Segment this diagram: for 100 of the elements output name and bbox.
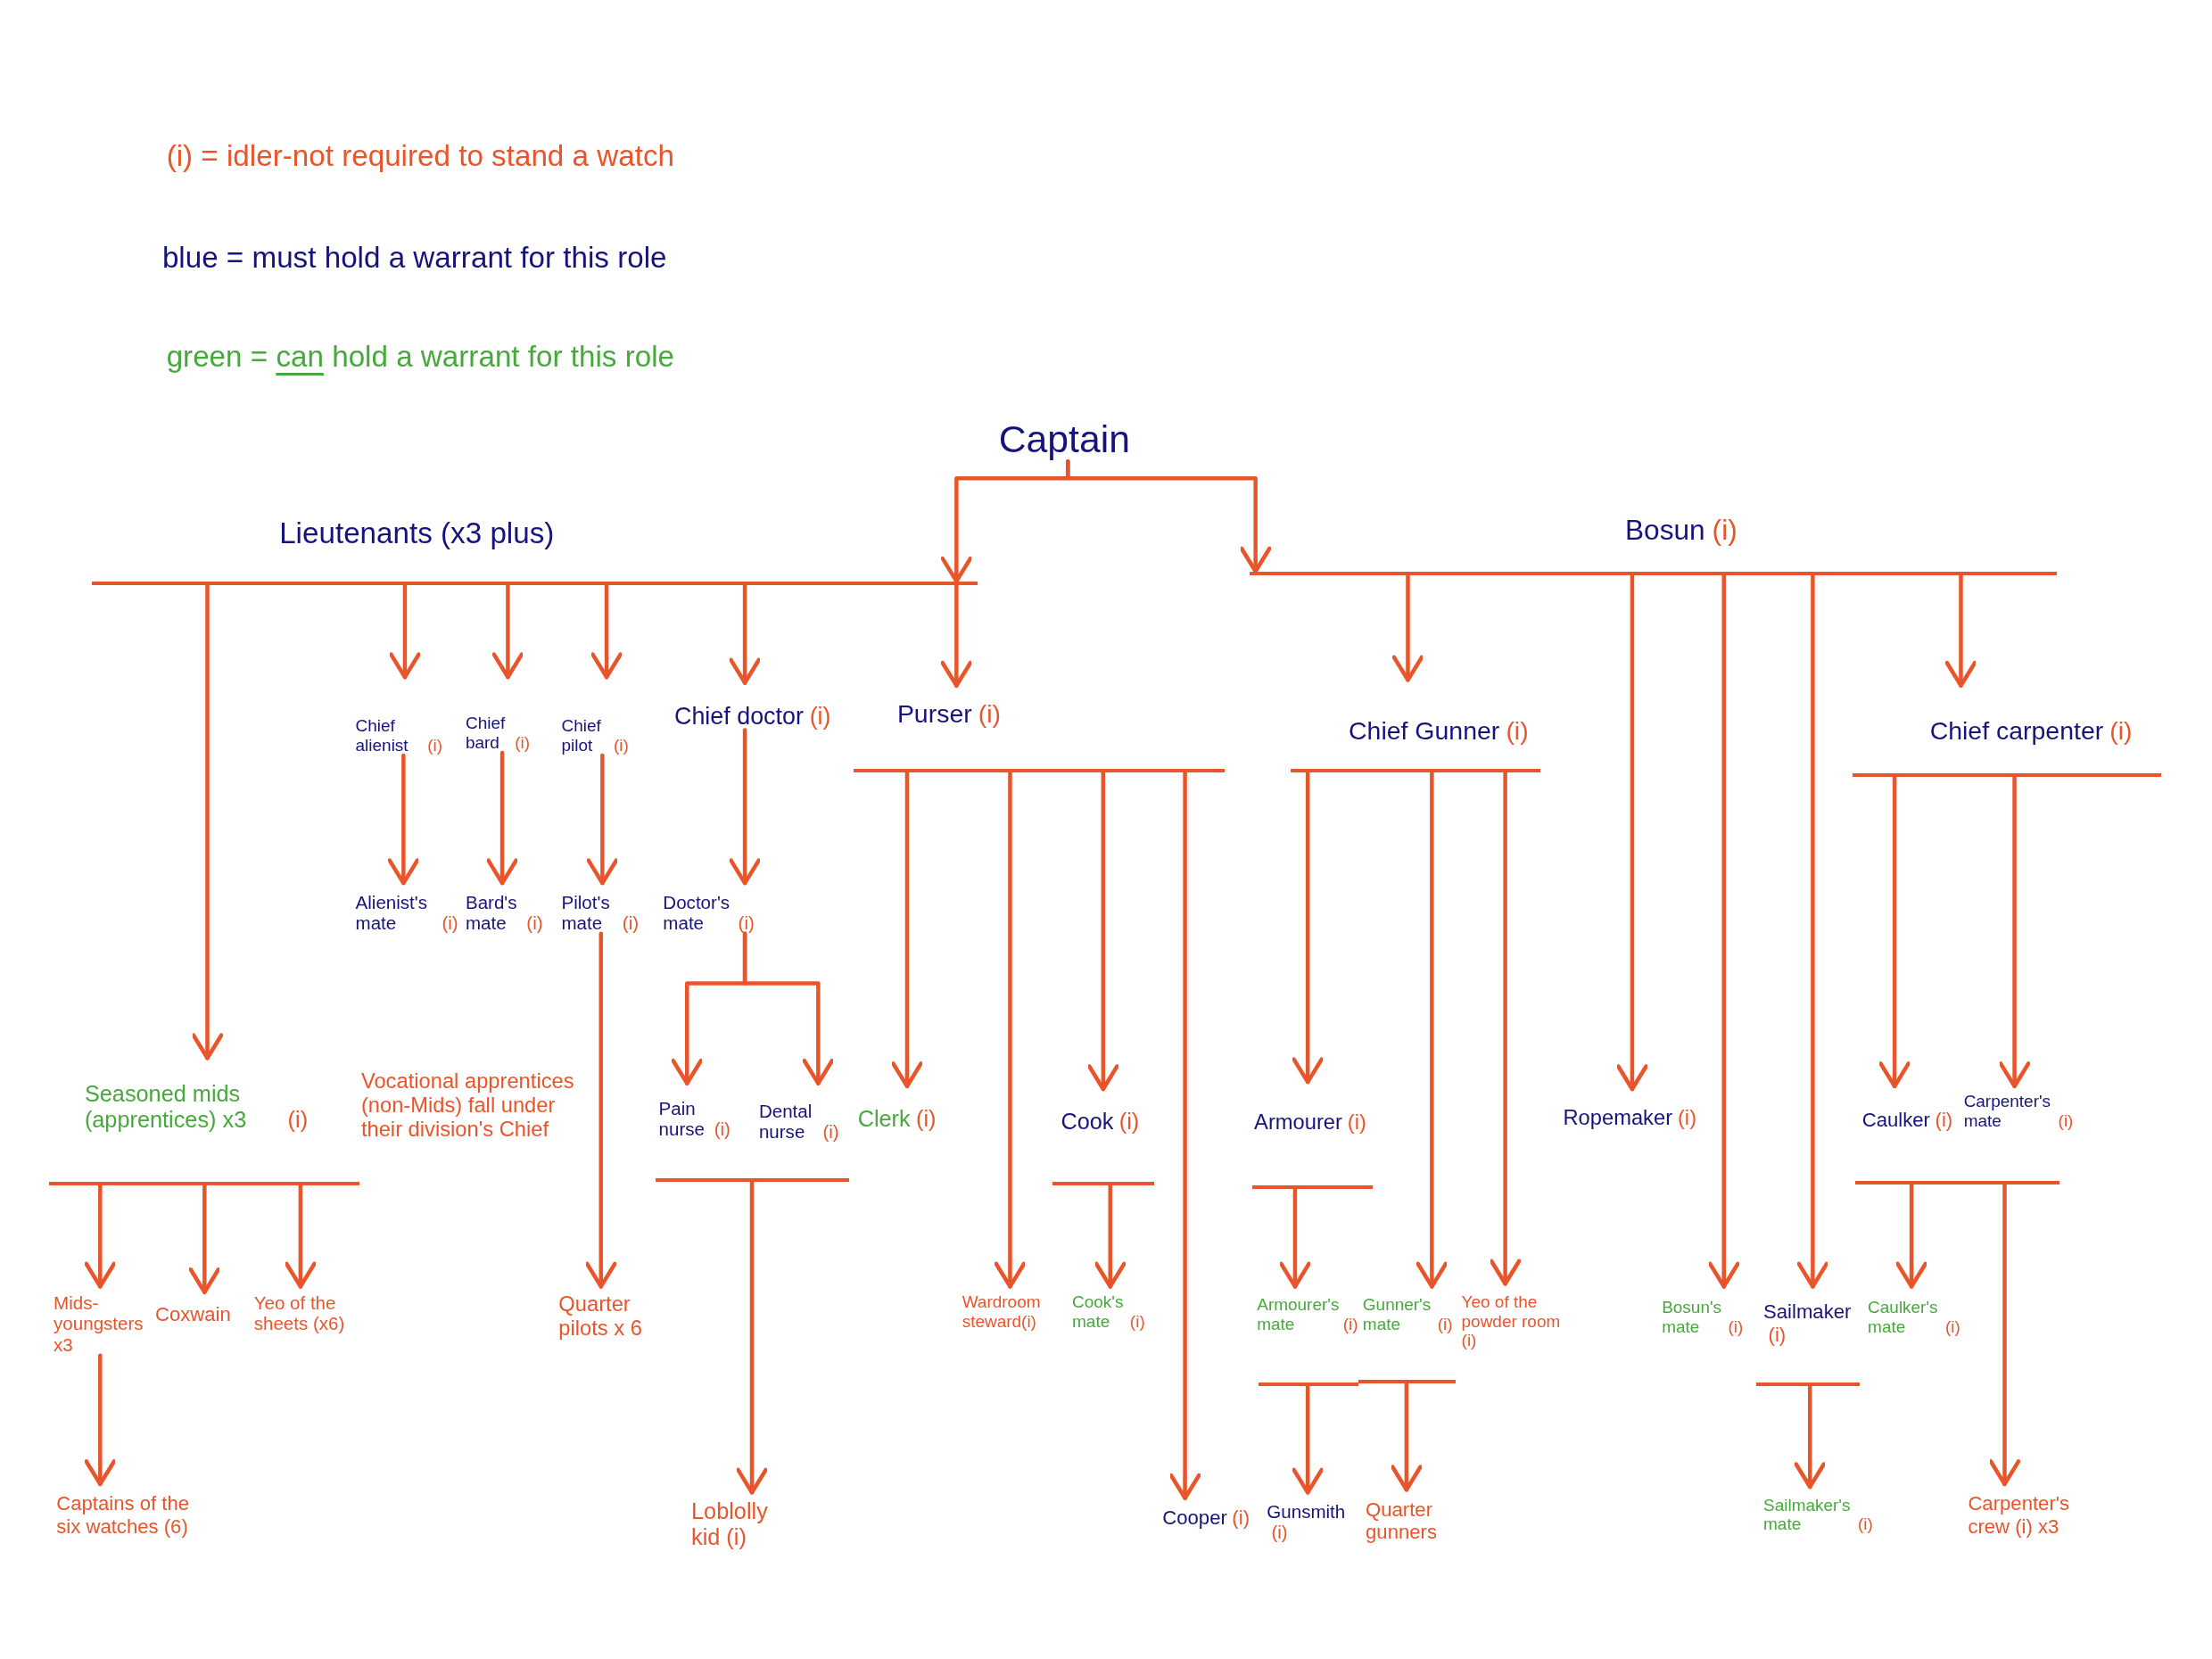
- arrow: [742, 931, 835, 1085]
- arrow: [1391, 573, 1424, 682]
- arrow: [1168, 770, 1201, 1500]
- role-label: Gunner's mate: [1362, 1294, 1432, 1334]
- role-label: Pain nurse: [658, 1097, 706, 1140]
- role-label: Alienist's mate: [355, 891, 428, 934]
- role-label: Clerk: [857, 1106, 911, 1133]
- idler-mark: (i): [1712, 513, 1737, 547]
- idler-mark: (i): [1129, 1311, 1145, 1332]
- role-label: Pilot's mate: [561, 891, 611, 934]
- arrow: [1988, 1182, 2021, 1487]
- idler-mark: (i): [622, 912, 640, 934]
- role-label: Bosun: [1625, 513, 1705, 547]
- role-label: Carpenter's mate: [1963, 1092, 2052, 1131]
- idler-mark: (i): [1677, 1106, 1697, 1131]
- arrow: [1944, 573, 1977, 688]
- idler-mark: (i): [1768, 1323, 1787, 1347]
- arrow: [736, 1179, 768, 1495]
- arrow: [891, 770, 923, 1089]
- role-label: Yeo of the powder room (i): [1461, 1292, 1562, 1351]
- arrow: [387, 753, 420, 886]
- idler-mark: (i): [287, 1106, 309, 1133]
- arrow: [994, 770, 1027, 1289]
- role-label: Yeo of the sheets (x6): [253, 1292, 346, 1335]
- arrow: [1878, 774, 1911, 1089]
- arrow: [1707, 573, 1740, 1289]
- idler-mark: (i): [809, 702, 831, 730]
- note: Vocational apprentices (non-Mids) fall under their division's Chief: [360, 1069, 575, 1143]
- role-label: Cook: [1061, 1109, 1114, 1135]
- role-label: Chief bard: [465, 714, 507, 753]
- arrow: [491, 582, 524, 680]
- role-label: Doctor's mate: [663, 891, 731, 934]
- idler-mark: (i): [1935, 1109, 1953, 1132]
- idler-mark: (i): [1271, 1522, 1288, 1544]
- role-label: Captain: [998, 417, 1130, 462]
- role-label: Caulker's mate: [1868, 1298, 1939, 1337]
- arrow: [285, 1184, 317, 1289]
- arrow: [84, 1184, 117, 1289]
- role-label: Sailmaker: [1763, 1300, 1852, 1324]
- role-label: Sailmaker's mate: [1763, 1495, 1852, 1535]
- role-label: Chief alienist: [355, 716, 409, 756]
- role-label: Gunsmith: [1267, 1500, 1346, 1523]
- arrow: [1292, 770, 1324, 1085]
- arrow: [1489, 770, 1522, 1286]
- role-label: Cook's mate: [1072, 1292, 1125, 1332]
- role-label: Chief pilot: [561, 716, 602, 756]
- arrow: [1416, 770, 1449, 1289]
- arrow: [1616, 573, 1648, 1092]
- role-label: Coxwain: [154, 1303, 231, 1326]
- arrow: [1279, 1186, 1311, 1289]
- role-label: Carpenter's crew (i) x3: [1968, 1492, 2071, 1539]
- idler-mark: (i): [526, 912, 543, 934]
- arrow: [1794, 1383, 1827, 1490]
- idler-mark: (i): [1945, 1316, 1960, 1337]
- role-label: Quarter pilots x 6: [558, 1292, 643, 1341]
- role-label: Caulker: [1861, 1109, 1930, 1132]
- idler-mark: (i): [2058, 1111, 2074, 1131]
- arrow: [1087, 770, 1119, 1092]
- role-label: Armourer's mate: [1257, 1294, 1339, 1334]
- arrow: [586, 753, 619, 886]
- idler-mark: (i): [1858, 1515, 1873, 1535]
- idler-mark: (i): [1118, 1109, 1140, 1135]
- legend-entry: blue = must hold a warrant for this role: [161, 239, 667, 276]
- idler-mark: (i): [1506, 716, 1529, 747]
- role-label: Cooper: [1162, 1506, 1227, 1530]
- role-label: Chief Gunner: [1349, 716, 1500, 747]
- arrow: [486, 750, 518, 886]
- role-label: Bosun's mate: [1662, 1298, 1723, 1337]
- role-label: Ropemaker: [1563, 1106, 1673, 1131]
- arrow: [1998, 774, 2031, 1089]
- idler-mark: (i): [1437, 1314, 1453, 1334]
- arrow: [1895, 1182, 1927, 1289]
- idler-mark: (i): [714, 1118, 730, 1140]
- role-label: Armourer: [1254, 1110, 1342, 1135]
- arrow: [729, 582, 761, 685]
- arrow: [729, 728, 761, 886]
- idler-mark: (i): [515, 733, 531, 753]
- arrow: [191, 582, 224, 1061]
- role-label: Loblolly kid (i): [691, 1498, 769, 1550]
- idler-mark: (i): [978, 699, 1002, 730]
- role-label: Quarter gunners: [1366, 1498, 1438, 1544]
- idler-mark: (i): [1728, 1316, 1744, 1337]
- role-label: Dental nurse: [758, 1100, 813, 1143]
- role-label: Mids-youngsters x3: [54, 1292, 144, 1356]
- arrow: [1796, 573, 1829, 1289]
- idler-mark: (i): [1232, 1506, 1250, 1530]
- legend-entry: green = can hold a warrant for this role: [166, 338, 675, 375]
- idler-mark: (i): [442, 912, 458, 934]
- role-label: Purser: [896, 699, 972, 730]
- arrow: [1066, 459, 1272, 574]
- arrow: [940, 582, 973, 688]
- idler-mark: (i): [915, 1106, 937, 1133]
- arrow: [389, 582, 421, 680]
- arrow: [1292, 1383, 1324, 1495]
- arrow: [84, 1353, 117, 1487]
- arrow: [1094, 1184, 1127, 1289]
- idler-mark: (i): [738, 912, 755, 934]
- role-label: Chief carpenter: [1929, 716, 2104, 747]
- idler-mark: (i): [427, 736, 443, 756]
- arrow: [590, 582, 623, 680]
